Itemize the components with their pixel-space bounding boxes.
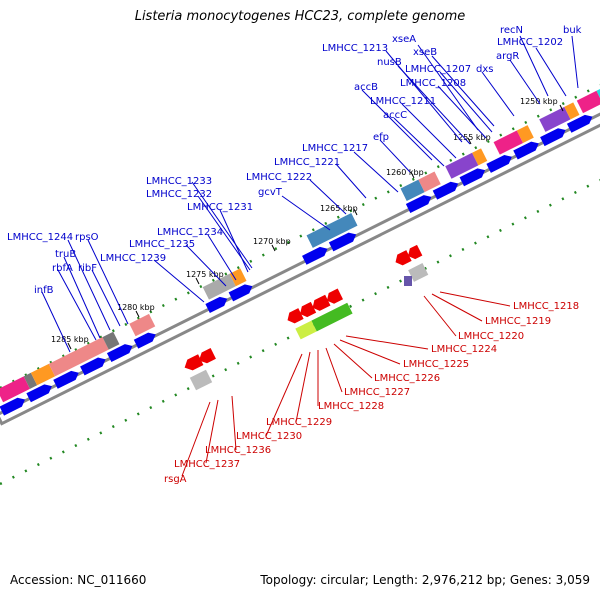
gene-label-argR: argR [496, 51, 519, 62]
gene-label-LMHCC_1208: LMHCC_1208 [400, 78, 466, 89]
accession-text: Accession: NC_011660 [10, 573, 147, 587]
gene-label-dxs: dxs [476, 64, 493, 75]
gene-label-ribF: ribF [78, 263, 97, 274]
tick-label: 1255 kbp [453, 133, 491, 142]
gene-label-LMHCC_1231: LMHCC_1231 [187, 202, 253, 213]
gene-label-LMHCC_1213: LMHCC_1213 [322, 43, 388, 54]
gene-label-LMHCC_1202: LMHCC_1202 [497, 37, 563, 48]
forward-cds-band [0, 77, 600, 403]
gene-label-accC: accC [383, 110, 407, 121]
gene-label-LMHCC_1217: LMHCC_1217 [302, 143, 368, 154]
gene-label-LMHCC_1224: LMHCC_1224 [431, 344, 497, 355]
gene-label-LMHCC_1207: LMHCC_1207 [405, 64, 471, 75]
gene-label-LMHCC_1229: LMHCC_1229 [266, 417, 332, 428]
gene-label-xseA: xseA [392, 34, 416, 45]
gene-label-LMHCC_1228: LMHCC_1228 [318, 401, 384, 412]
forward-leaders [41, 35, 579, 353]
gene-label-LMHCC_1219: LMHCC_1219 [485, 316, 551, 327]
gene-label-LMHCC_1222: LMHCC_1222 [246, 172, 312, 183]
gene-label-LMHCC_1230: LMHCC_1230 [236, 431, 302, 442]
gene-label-LMHCC_1226: LMHCC_1226 [374, 373, 440, 384]
tick-label: 1260 kbp [386, 168, 424, 177]
gene-label-xseB: xseB [413, 47, 437, 58]
gene-label-rsgA: rsgA [164, 474, 187, 485]
tick-label: 1265 kbp [320, 204, 358, 213]
tick-label: 1280 kbp [117, 303, 155, 312]
gene-label-nusB: nusB [377, 57, 402, 68]
gene-label-rbfA: rbfA [52, 263, 73, 274]
genome-summary-text: Topology: circular; Length: 2,976,212 bp… [260, 573, 590, 587]
gene-label-LMHCC_1239: LMHCC_1239 [100, 253, 166, 264]
gene-label-LMHCC_1233: LMHCC_1233 [146, 176, 212, 187]
gene-label-rpsO: rpsO [75, 232, 99, 243]
gene-label-LMHCC_1234: LMHCC_1234 [157, 227, 223, 238]
gene-label-gcvT: gcvT [258, 187, 283, 198]
gene-label-recN: recN [500, 25, 523, 36]
forward-labels: recN buk LMHCC_1202 argR xseA LMHCC_1213… [7, 25, 582, 296]
reverse-leaders [181, 291, 511, 477]
gene-label-LMHCC_1244: LMHCC_1244 [7, 232, 73, 243]
tick-marks [67, 104, 564, 350]
gene-label-buk: buk [563, 25, 582, 36]
gene-label-LMHCC_1211: LMHCC_1211 [370, 96, 436, 107]
reverse-labels: LMHCC_1218 LMHCC_1219 LMHCC_1220 LMHCC_1… [164, 301, 579, 485]
gene-label-truB: truB [55, 249, 76, 260]
gene-label-LMHCC_1221: LMHCC_1221 [274, 157, 340, 168]
gene-label-LMHCC_1218: LMHCC_1218 [513, 301, 579, 312]
gene-label-LMHCC_1225: LMHCC_1225 [403, 359, 469, 370]
tick-label: 1275 kbp [186, 270, 224, 279]
gene-label-infB: infB [34, 285, 54, 296]
gene-label-LMHCC_1236: LMHCC_1236 [205, 445, 271, 456]
gene-label-LMHCC_1232: LMHCC_1232 [146, 189, 212, 200]
reverse-features [184, 244, 429, 391]
gene-label-LMHCC_1237: LMHCC_1237 [174, 459, 240, 470]
gene-label-efp: efp [373, 132, 389, 143]
gene-label-accB: accB [354, 82, 378, 93]
tick-label: 1270 kbp [253, 237, 291, 246]
gene-label-LMHCC_1220: LMHCC_1220 [458, 331, 524, 342]
map-title: Listeria monocytogenes HCC23, complete g… [134, 9, 466, 24]
gene-label-LMHCC_1235: LMHCC_1235 [129, 239, 195, 250]
tick-label: 1285 kbp [51, 335, 89, 344]
gene-label-LMHCC_1227: LMHCC_1227 [344, 387, 410, 398]
forward-arrows [0, 114, 593, 416]
